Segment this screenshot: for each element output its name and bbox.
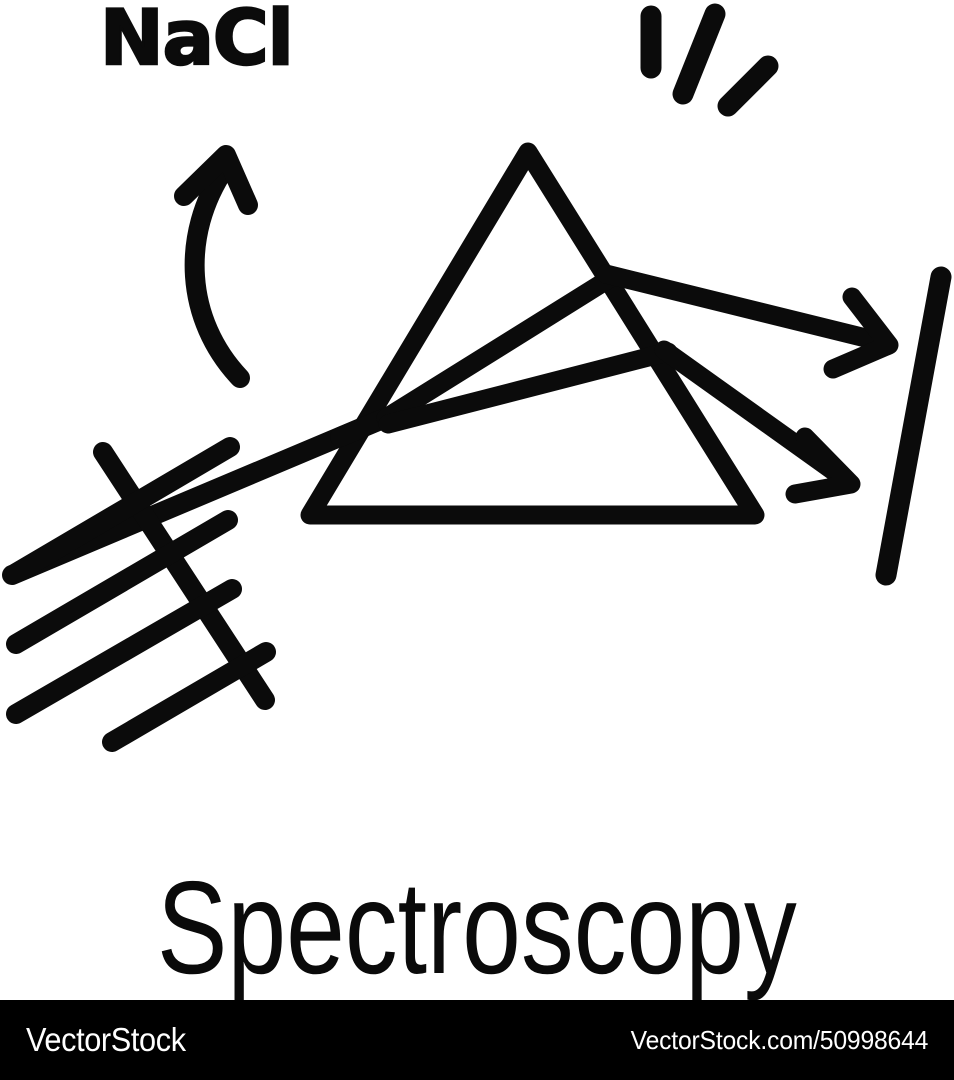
- detector-bar-line: [875, 266, 952, 586]
- grating-ray-4: [102, 642, 276, 752]
- spark-mark-long-diagonal: [672, 3, 726, 105]
- prism-outline: [300, 142, 765, 525]
- watermark-brand: VectorStock: [26, 1021, 186, 1058]
- chemical-formula-label: NaCl: [99, 0, 295, 82]
- grating-ray-3: [6, 579, 242, 724]
- refracted-ray-upper: [596, 264, 892, 352]
- spark-mark-short-diagonal: [717, 55, 779, 117]
- internal-ray-lower: [378, 342, 678, 434]
- prism-triangle: [300, 142, 765, 525]
- grating-ray-1: [6, 437, 240, 583]
- curved-callout-arrow: [174, 145, 258, 388]
- internal-ray-upper: [376, 267, 622, 428]
- callout-arrow-curve: [184, 158, 250, 388]
- callout-arrow-head: [174, 145, 258, 215]
- refracted-arrowhead-upper: [823, 287, 899, 379]
- spectroscopy-illustration: [2, 3, 952, 752]
- refracted-ray-arrows: [596, 264, 899, 504]
- refracted-arrowhead-lower: [785, 427, 861, 504]
- diffraction-grating: [6, 437, 276, 752]
- watermark-footer: VectorStock VectorStock.com/50998644: [0, 1000, 954, 1080]
- internal-refraction-rays: [376, 267, 678, 434]
- detector-screen-bar: [875, 266, 952, 586]
- watermark-url: VectorStock.com/50998644: [630, 1024, 928, 1055]
- emission-spark-marks: [640, 3, 779, 117]
- grating-ray-2: [6, 510, 238, 654]
